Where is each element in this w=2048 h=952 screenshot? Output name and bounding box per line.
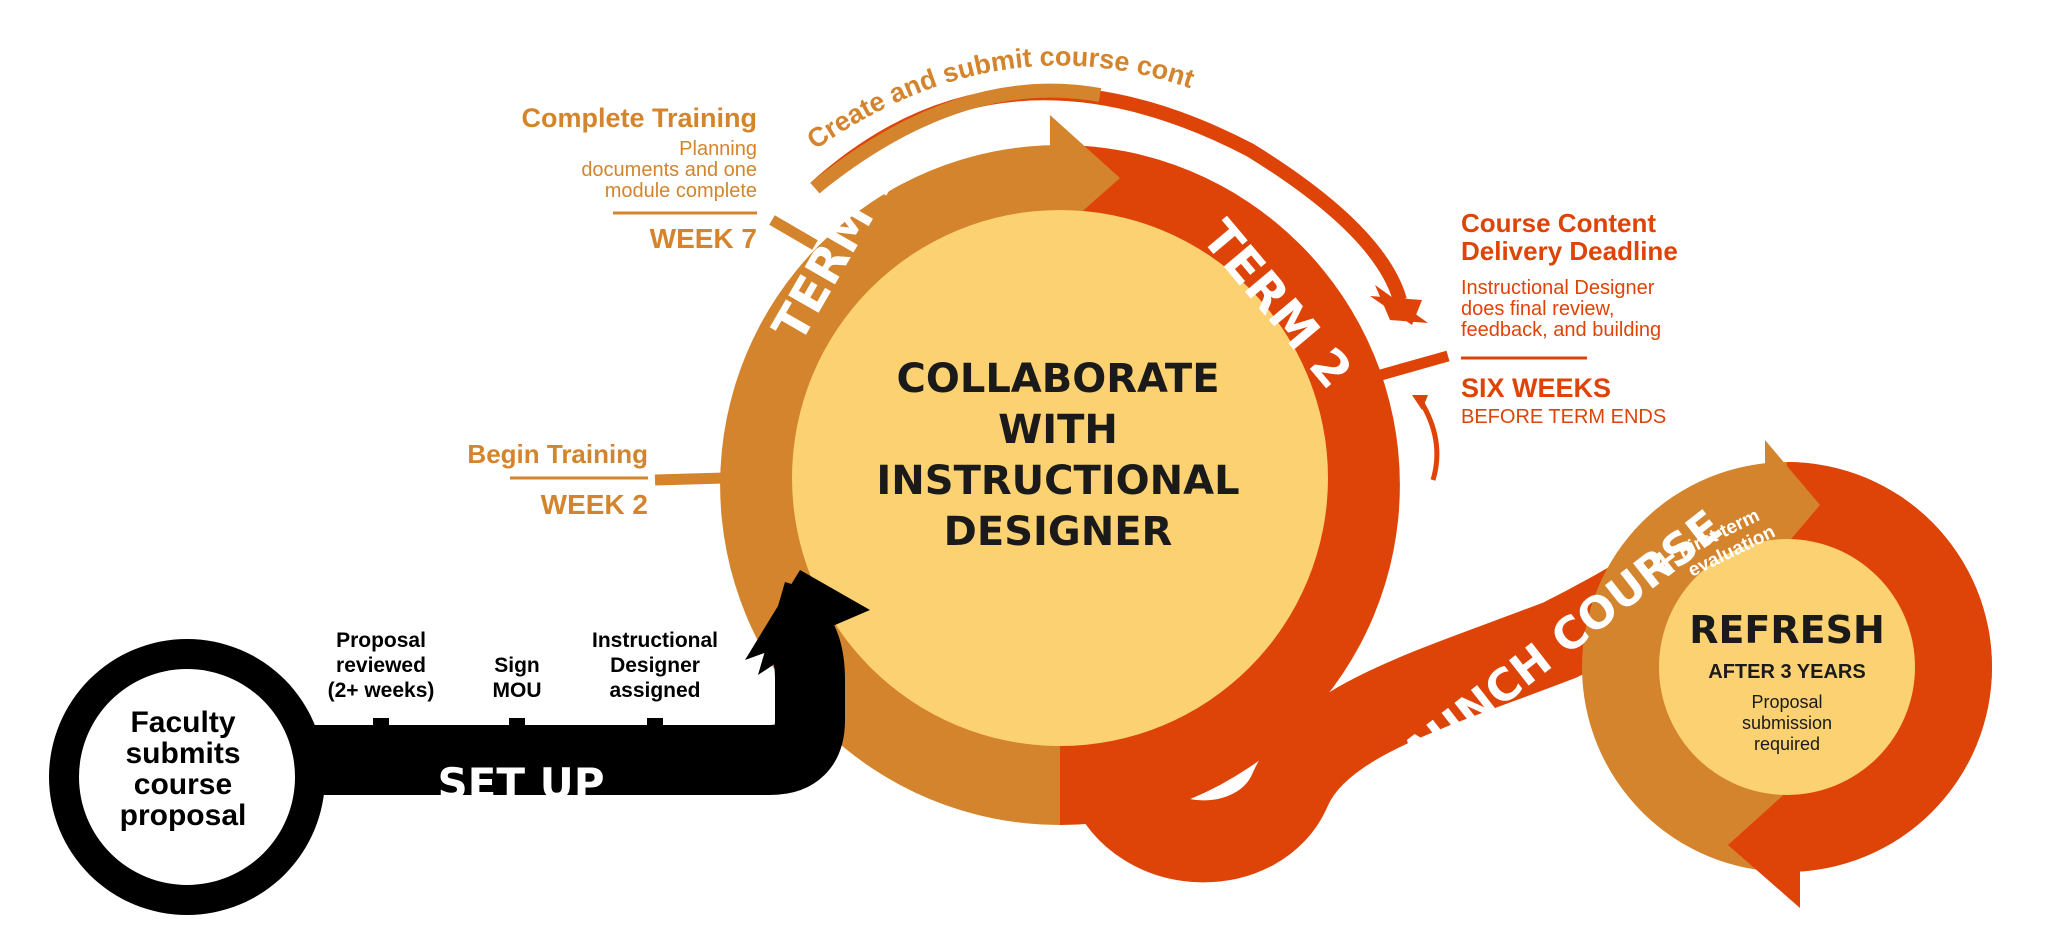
center-text: COLLABORATE WITH INSTRUCTIONAL DESIGNER bbox=[876, 356, 1239, 555]
six-weeks-label: SIX WEEKS bbox=[1461, 373, 1611, 403]
step2-line-2: MOU bbox=[493, 679, 542, 702]
deadline-title-2: Delivery Deadline bbox=[1461, 236, 1678, 266]
before-term-label: BEFORE TERM ENDS bbox=[1461, 406, 1666, 428]
center-line-4: DESIGNER bbox=[944, 509, 1173, 555]
deadline-block: Course Content Delivery Deadline Instruc… bbox=[1461, 208, 1678, 428]
deadline-detail-2: does final review, bbox=[1461, 298, 1614, 320]
step3-line-3: assigned bbox=[609, 679, 700, 702]
step1-line-2: reviewed bbox=[336, 654, 426, 677]
step2-line-1: Sign bbox=[494, 654, 540, 677]
center-line-1: COLLABORATE bbox=[896, 356, 1219, 402]
setup-steps: Proposal reviewed (2+ weeks) Sign MOU In… bbox=[328, 629, 718, 702]
tick-proposal bbox=[373, 718, 389, 748]
deadline-small-arrowhead-icon bbox=[1412, 395, 1428, 410]
refresh-bottom-arrowhead-icon bbox=[1728, 780, 1800, 908]
create-submit-arc bbox=[810, 83, 1428, 325]
deadline-connector bbox=[1368, 350, 1450, 384]
refresh-ring bbox=[1582, 440, 1992, 908]
week2-connector bbox=[654, 472, 726, 486]
step1-line-1: Proposal bbox=[336, 629, 426, 652]
start-line-1: Faculty bbox=[130, 706, 235, 739]
center-line-2: WITH bbox=[998, 407, 1118, 453]
deadline-detail-3: feedback, and building bbox=[1461, 319, 1661, 341]
center-circle bbox=[792, 210, 1328, 746]
start-text: Faculty submits course proposal bbox=[120, 706, 247, 832]
refresh-detail-2: submission bbox=[1742, 713, 1832, 733]
begin-training-block: Begin Training WEEK 2 bbox=[467, 439, 648, 520]
complete-training-title: Complete Training bbox=[521, 103, 757, 133]
refresh-center bbox=[1659, 539, 1915, 795]
complete-detail-2: documents and one bbox=[581, 159, 757, 181]
setup-band bbox=[300, 570, 870, 795]
refresh-top-arrowhead-icon bbox=[1765, 440, 1820, 570]
refresh-subtitle: AFTER 3 YEARS bbox=[1708, 661, 1865, 683]
refresh-detail-1: Proposal bbox=[1751, 692, 1822, 712]
center-line-3: INSTRUCTIONAL bbox=[876, 458, 1239, 504]
start-line-2: submits bbox=[125, 737, 240, 770]
setup-ticks bbox=[373, 718, 663, 748]
deadline-detail-1: Instructional Designer bbox=[1461, 277, 1655, 299]
refresh-detail-3: required bbox=[1754, 734, 1820, 754]
setup-label: SET UP bbox=[437, 759, 604, 808]
complete-training-block: Complete Training Planning documents and… bbox=[521, 103, 757, 254]
step1-line-3: (2+ weeks) bbox=[328, 679, 435, 702]
tick-designer bbox=[647, 718, 663, 748]
week7-connector bbox=[769, 215, 818, 250]
step3-line-1: Instructional bbox=[592, 629, 718, 652]
start-line-4: proposal bbox=[120, 799, 247, 832]
deadline-title-1: Course Content bbox=[1461, 208, 1656, 238]
begin-training-title: Begin Training bbox=[467, 439, 648, 469]
complete-detail-3: module complete bbox=[605, 180, 757, 202]
deadline-small-arrow bbox=[1417, 398, 1440, 481]
week7-label: WEEK 7 bbox=[650, 223, 757, 254]
week2-label: WEEK 2 bbox=[541, 489, 648, 520]
refresh-text: REFRESH AFTER 3 YEARS Proposal submissio… bbox=[1689, 608, 1885, 754]
refresh-title: REFRESH bbox=[1689, 608, 1885, 652]
term1-arrowhead-icon bbox=[1050, 115, 1120, 240]
step3-line-2: Designer bbox=[610, 654, 700, 677]
tick-mou bbox=[509, 718, 525, 748]
complete-detail-1: Planning bbox=[679, 138, 757, 160]
start-line-3: course bbox=[134, 768, 232, 801]
